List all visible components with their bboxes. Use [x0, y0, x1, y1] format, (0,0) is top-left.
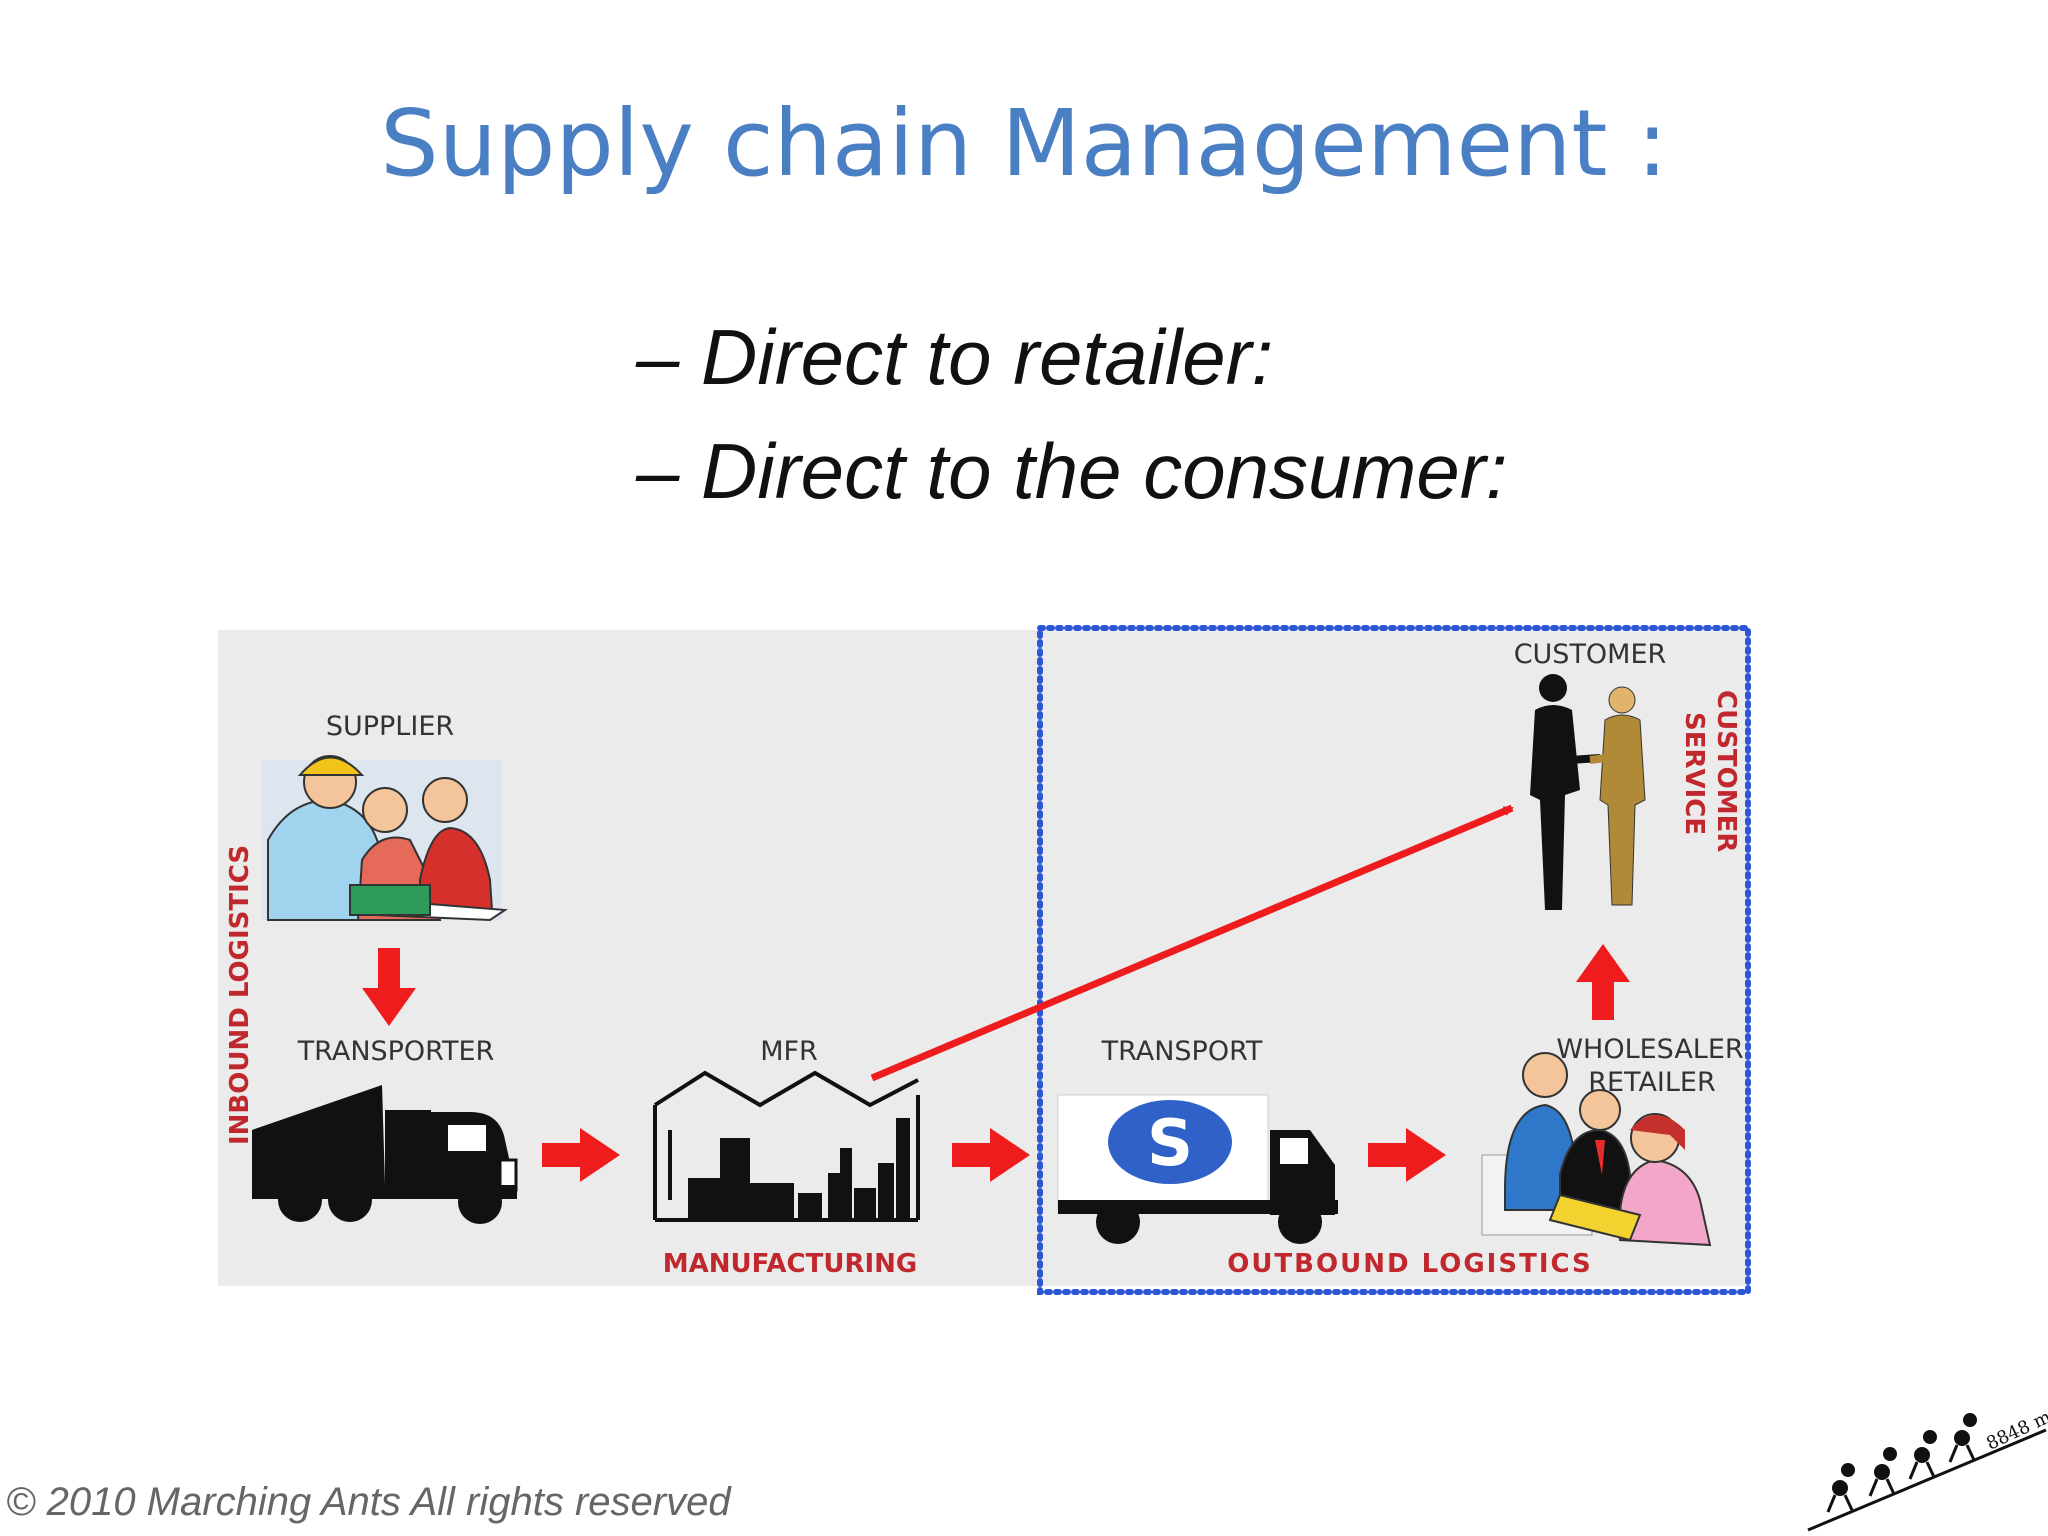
- marching-ants-logo: 8848 m: [1807, 1407, 2048, 1532]
- arrow-transport-to-wholesaler: [1368, 1128, 1446, 1182]
- label-customer: CUSTOMER: [1514, 639, 1667, 670]
- label-customer-service-1: CUSTOMER: [1711, 690, 1741, 852]
- logo-altitude-text: 8848 m: [1983, 1407, 2048, 1455]
- label-inbound-logistics: INBOUND LOGISTICS: [225, 845, 255, 1145]
- bullet-direct-to-consumer: – Direct to the consumer:: [636, 427, 1508, 515]
- label-customer-service-2: SERVICE: [1679, 712, 1709, 835]
- copyright-footer: © 2010 Marching Ants All rights reserved: [6, 1480, 731, 1524]
- bullet-direct-to-retailer: – Direct to retailer:: [636, 313, 1274, 401]
- arrow-mfr-to-transport: [952, 1128, 1030, 1182]
- label-mfr: MFR: [760, 1036, 818, 1067]
- arrow-wholesaler-to-customer: [1576, 944, 1630, 1020]
- wholesaler-people-icon: [1481, 1052, 1712, 1247]
- factory-icon: [653, 1070, 920, 1222]
- truck-logo-letter: S: [1147, 1107, 1193, 1181]
- slide-title: Supply chain Management :: [380, 90, 1668, 197]
- supplier-people-icon: [262, 755, 508, 922]
- arrow-supplier-to-transporter: [362, 948, 416, 1026]
- label-manufacturing: MANUFACTURING: [663, 1249, 918, 1279]
- label-outbound-logistics: OUTBOUND LOGISTICS: [1227, 1249, 1593, 1279]
- truck-icon: [252, 1085, 518, 1224]
- customer-handshake-icon: [1530, 674, 1646, 910]
- label-wholesaler: WHOLESALER: [1556, 1034, 1743, 1065]
- label-transport: TRANSPORT: [1101, 1036, 1263, 1067]
- label-supplier: SUPPLIER: [326, 711, 454, 742]
- bullet-list: – Direct to retailer: – Direct to the co…: [636, 300, 1507, 528]
- outbound-dotted-border: [1037, 625, 1751, 1295]
- delivery-truck-icon: S: [1057, 1094, 1338, 1244]
- arrow-transporter-to-mfr: [542, 1128, 620, 1182]
- arrow-direct-to-consumer: [870, 804, 1514, 1082]
- label-transporter: TRANSPORTER: [297, 1036, 495, 1067]
